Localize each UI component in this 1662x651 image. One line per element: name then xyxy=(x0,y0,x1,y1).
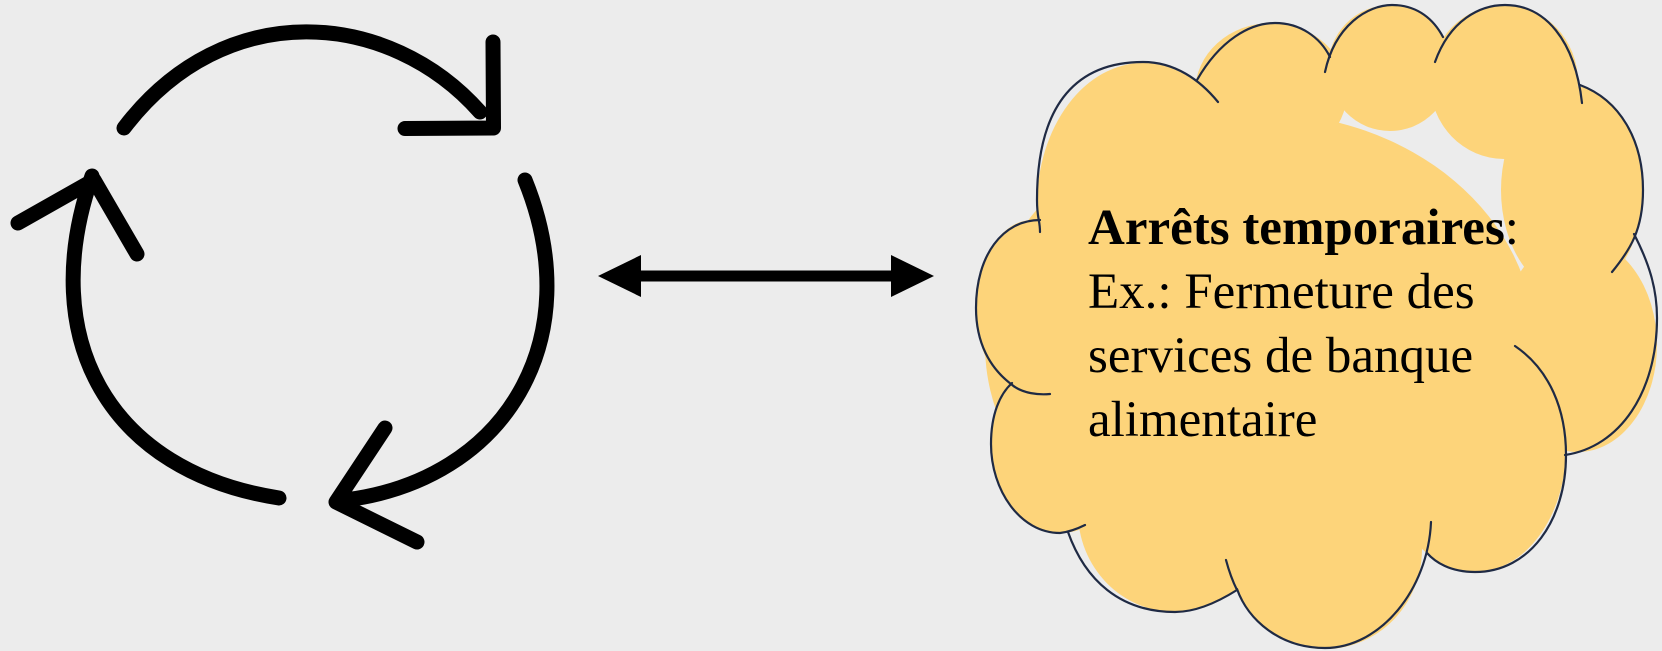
arrow-head-right xyxy=(891,255,934,297)
arrow-head-left xyxy=(598,255,641,297)
cloud-text: Arrêts temporaires: Ex.: Fermeture des s… xyxy=(1088,196,1558,452)
cloud-title-suffix: : xyxy=(1504,200,1519,256)
cycle-arrow-right xyxy=(337,172,555,508)
cloud-line-2: services de banque xyxy=(1088,328,1474,384)
cloud-title: Arrêts temporaires xyxy=(1088,200,1505,256)
cloud-title-line: Arrêts temporaires: xyxy=(1088,196,1558,260)
cycle-arrow-left-head xyxy=(10,172,145,262)
cycle-arrow-right-head xyxy=(328,420,425,550)
cycle-arrow-top xyxy=(116,24,488,136)
cycle-arrow-left xyxy=(65,168,287,506)
cloud-line-3: alimentaire xyxy=(1088,392,1318,448)
cycle-arrow-top-head xyxy=(397,34,501,136)
cloud-line-1: Ex.: Fermeture des xyxy=(1088,264,1475,320)
